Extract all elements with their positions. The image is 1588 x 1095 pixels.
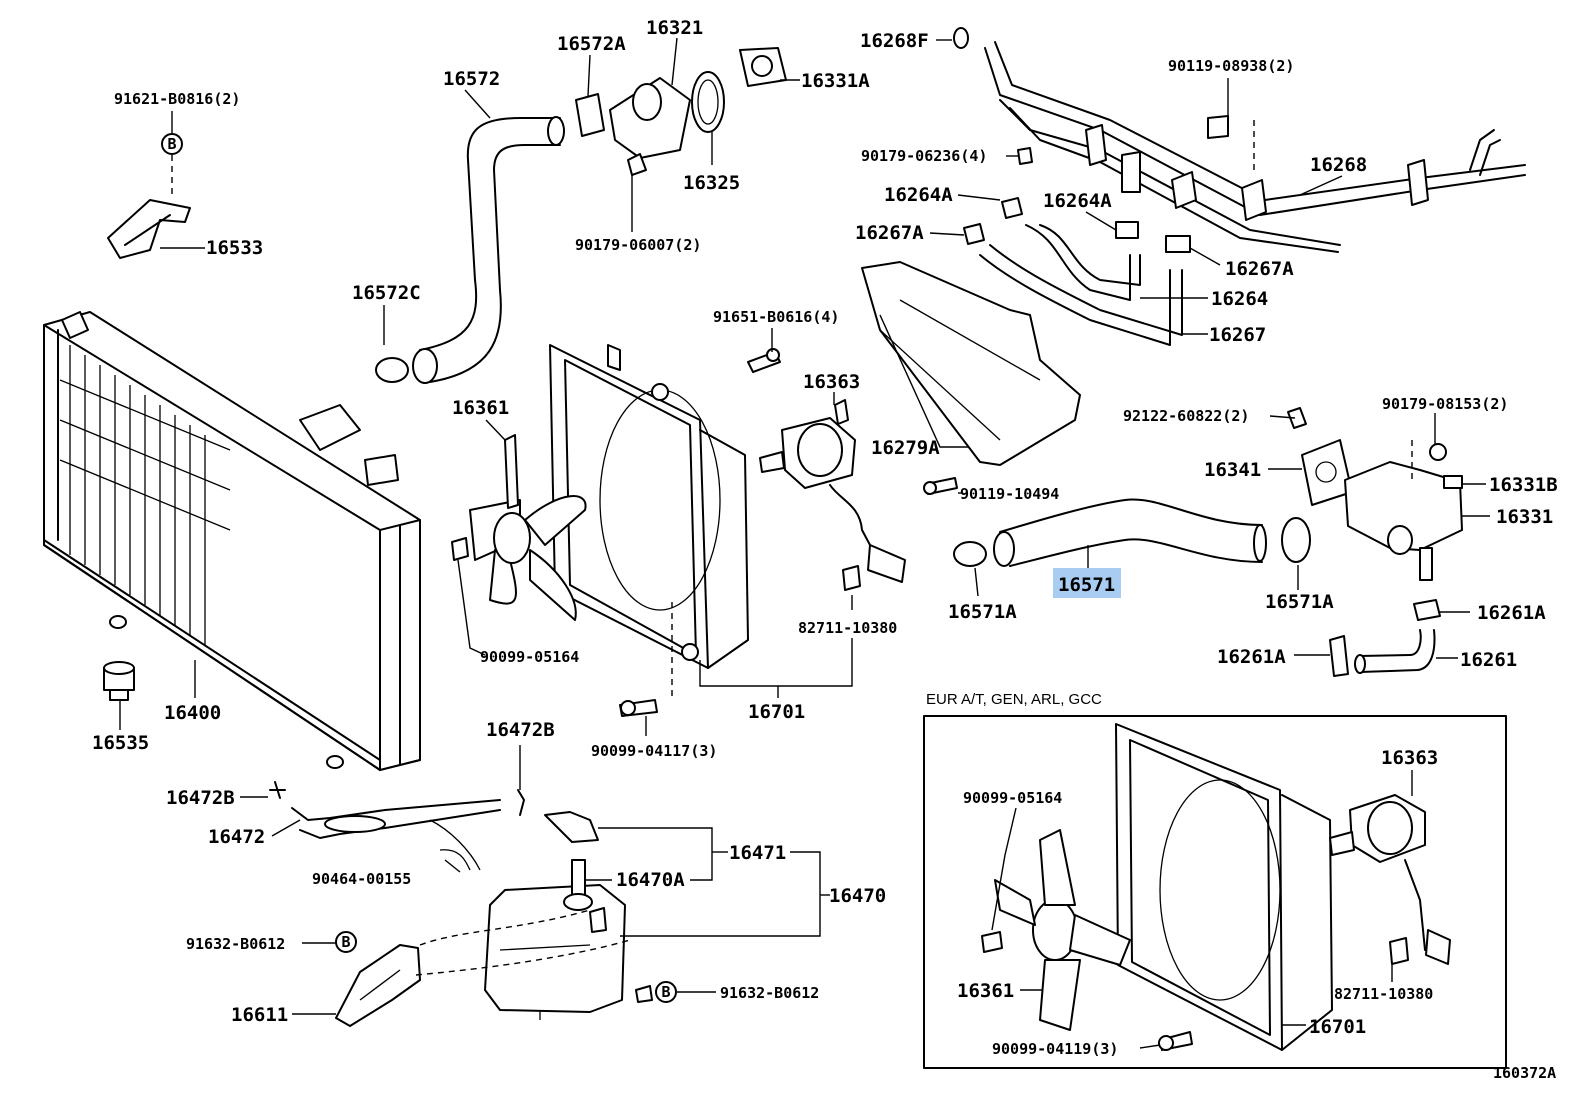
label-91632-b0612-2[interactable]: 91632-B0612 (720, 984, 819, 1002)
water-inlet-assembly-drawing (1287, 407, 1463, 581)
leader-lines (119, 37, 1490, 1049)
label-16572[interactable]: 16572 (443, 68, 500, 90)
label-90119-10494[interactable]: 90119-10494 (960, 485, 1059, 503)
label-16331a[interactable]: 16331A (801, 70, 870, 92)
label-16571a-1[interactable]: 16571A (948, 601, 1017, 623)
label-90179-06007[interactable]: 90179-06007(2) (575, 236, 701, 254)
label-16471[interactable]: 16471 (729, 842, 786, 864)
label-92122-60822[interactable]: 92122-60822(2) (1123, 407, 1249, 425)
label-16268f[interactable]: 16268F (860, 30, 929, 52)
label-90179-08153[interactable]: 90179-08153(2) (1382, 395, 1508, 413)
label-16267a-1[interactable]: 16267A (855, 222, 924, 244)
label-eur-16363[interactable]: 16363 (1381, 747, 1438, 769)
water-hose-16261-drawing (1329, 599, 1441, 677)
label-16264a-1[interactable]: 16264A (884, 184, 953, 206)
water-outlet-assembly-drawing (575, 47, 787, 176)
label-91621-b0816[interactable]: 91621-B0816(2) (114, 90, 240, 108)
label-16264a-2[interactable]: 16264A (1043, 190, 1112, 212)
eur-at-section: EUR A/T, GEN, ARL, GCC (923, 691, 1507, 1069)
highlight-box (1053, 568, 1121, 598)
water-bypass-pipe-drawing (953, 27, 1526, 253)
label-91651-b0616[interactable]: 91651-B0616(4) (713, 308, 839, 326)
label-16261[interactable]: 16261 (1460, 649, 1517, 671)
label-16361[interactable]: 16361 (452, 397, 509, 419)
label-16331[interactable]: 16331 (1496, 506, 1553, 528)
label-16472b-2[interactable]: 16472B (166, 787, 235, 809)
label-eur-16701[interactable]: 16701 (1309, 1016, 1366, 1038)
bypass-hoses-drawing (963, 197, 1191, 346)
drain-plug-drawing (103, 661, 135, 701)
label-16267a-2[interactable]: 16267A (1225, 258, 1294, 280)
label-90099-04117[interactable]: 90099-04117(3) (591, 742, 717, 760)
label-eur-82711-10380[interactable]: 82711-10380 (1334, 985, 1433, 1003)
label-16572a[interactable]: 16572A (557, 33, 626, 55)
label-eur-16361[interactable]: 16361 (957, 980, 1014, 1002)
part-labels: 91621-B0816(2) 16533 16572 16572A 16321 … (92, 17, 1558, 1082)
label-16331b[interactable]: 16331B (1489, 474, 1558, 496)
lower-radiator-hose-drawing (953, 498, 1311, 567)
label-16400[interactable]: 16400 (164, 702, 221, 724)
label-16571[interactable]: 16571 (1058, 574, 1115, 596)
label-16363[interactable]: 16363 (803, 371, 860, 393)
label-16321[interactable]: 16321 (646, 17, 703, 39)
radiator-bracket-drawing: B (107, 133, 191, 259)
upper-radiator-hose-drawing (375, 116, 565, 384)
label-16701[interactable]: 16701 (748, 701, 805, 723)
label-16261a-1[interactable]: 16261A (1477, 602, 1546, 624)
fan-shroud-assembly-drawing (451, 344, 958, 717)
radiator-drawing (43, 311, 421, 771)
label-eur-90099-05164[interactable]: 90099-05164 (963, 789, 1062, 807)
reservoir-tank-drawing (484, 811, 653, 1020)
label-16572c[interactable]: 16572C (352, 282, 421, 304)
label-82711-10380[interactable]: 82711-10380 (798, 619, 897, 637)
label-eur-90099-04119[interactable]: 90099-04119(3) (992, 1040, 1118, 1058)
label-16341[interactable]: 16341 (1204, 459, 1261, 481)
label-91632-b0612-1[interactable]: 91632-B0612 (186, 935, 285, 953)
label-16267[interactable]: 16267 (1209, 324, 1266, 346)
label-90464-00155[interactable]: 90464-00155 (312, 870, 411, 888)
label-16279a[interactable]: 16279A (871, 437, 940, 459)
reservoir-bracket-drawing: B B (335, 909, 677, 1027)
svg-text:B: B (661, 983, 670, 1001)
label-16472[interactable]: 16472 (208, 826, 265, 848)
section-title: EUR A/T, GEN, ARL, GCC (926, 691, 1102, 708)
callout-b-symbol: B (167, 135, 176, 153)
shroud-cover-drawing (861, 261, 1081, 466)
label-90179-06236[interactable]: 90179-06236(4) (861, 147, 987, 165)
label-16470a[interactable]: 16470A (616, 869, 685, 891)
label-16611[interactable]: 16611 (231, 1004, 288, 1026)
label-16261a-2[interactable]: 16261A (1217, 646, 1286, 668)
label-16264[interactable]: 16264 (1211, 288, 1268, 310)
label-16470[interactable]: 16470 (829, 885, 886, 907)
diagram-code: 160372A (1493, 1064, 1556, 1082)
label-16472b-1[interactable]: 16472B (486, 719, 555, 741)
label-16535[interactable]: 16535 (92, 732, 149, 754)
label-16571a-2[interactable]: 16571A (1265, 591, 1334, 613)
label-16325[interactable]: 16325 (683, 172, 740, 194)
label-90119-08938[interactable]: 90119-08938(2) (1168, 57, 1294, 75)
svg-text:B: B (341, 933, 350, 951)
overflow-hose-drawing (269, 781, 525, 871)
label-16533[interactable]: 16533 (206, 237, 263, 259)
label-90099-05164[interactable]: 90099-05164 (480, 648, 579, 666)
label-16268[interactable]: 16268 (1310, 154, 1367, 176)
